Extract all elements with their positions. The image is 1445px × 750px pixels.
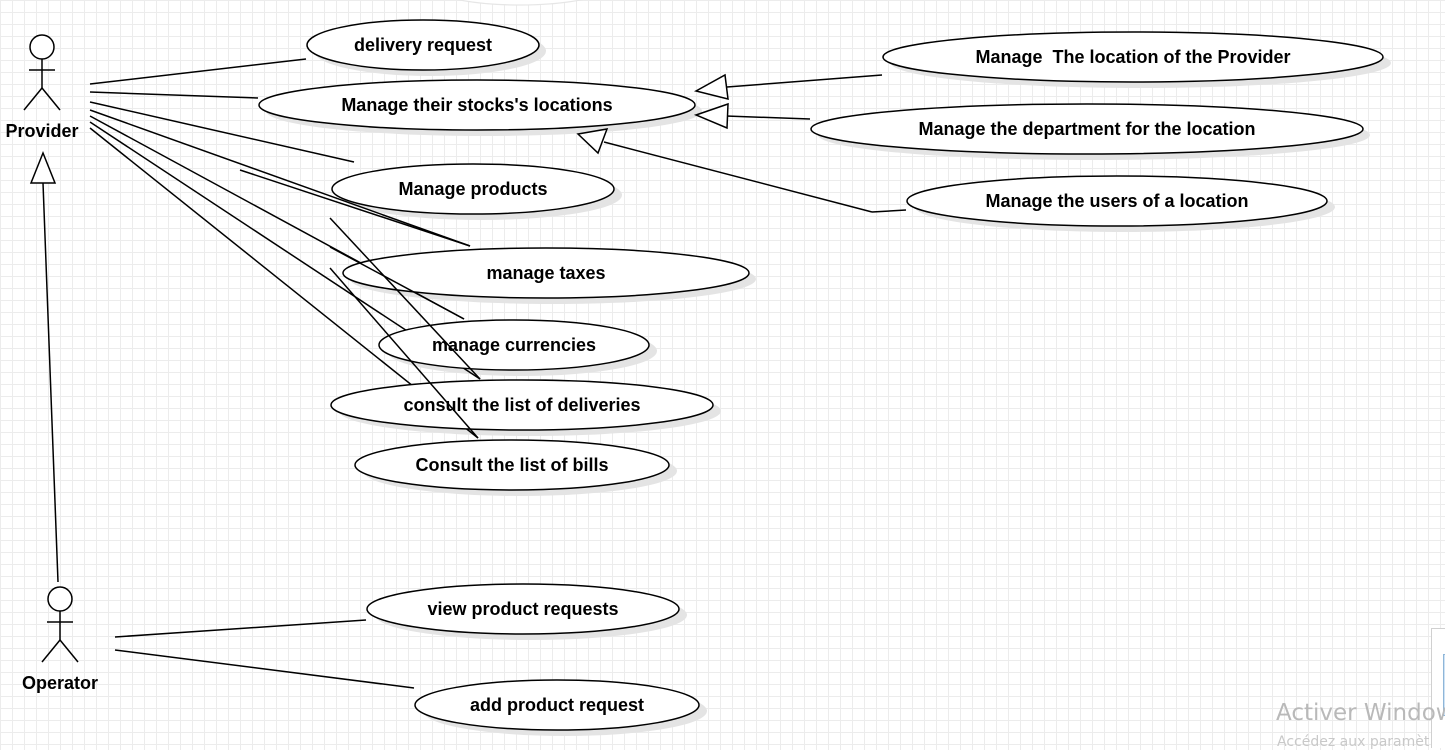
generalization-line-provider-location [726, 74, 883, 88]
provider-label: Provider [5, 121, 78, 141]
use-case-manage-department[interactable] [810, 103, 1364, 155]
use-case-delivery-request[interactable] [306, 19, 540, 71]
use-case-manage-users-location[interactable] [906, 175, 1328, 227]
use-case-view-product-requests[interactable] [366, 583, 680, 635]
generalization-line-users [871, 209, 907, 213]
label-manage-currencies: manage currencies [432, 335, 596, 355]
activation-watermark-title: Activer Window [1276, 700, 1445, 726]
operator-head [47, 586, 73, 612]
generalization-line-department [725, 115, 811, 120]
side-panel-scroll-accent [1443, 654, 1445, 716]
provider-head [29, 34, 55, 60]
assoc-provider-delivery-request [89, 58, 307, 85]
label-manage-stocks-locations: Manage their stocks's locations [341, 95, 612, 115]
provider-actor[interactable] [23, 34, 61, 111]
use-case-manage-taxes[interactable] [342, 247, 750, 299]
use-case-manage-currencies[interactable] [378, 319, 650, 371]
label-manage-users-location: Manage the users of a location [985, 191, 1248, 211]
assoc-provider-manage-products [89, 101, 355, 163]
use-case-ellipses [258, 19, 1384, 731]
arrowhead-department [693, 102, 729, 130]
side-panel-edge[interactable] [1431, 628, 1445, 748]
generalization-arrowheads [29, 73, 729, 184]
arrowhead-users [576, 128, 609, 155]
operator-label: Operator [22, 673, 98, 693]
label-manage-products: Manage products [398, 179, 547, 199]
label-delivery-request: delivery request [354, 35, 492, 55]
use-case-manage-stocks-locations[interactable] [258, 79, 696, 131]
label-add-product-request: add product request [470, 695, 644, 715]
assoc-operator-add-request [114, 649, 415, 689]
generalization-line-operator-provider [42, 182, 59, 583]
use-case-labels: delivery request Manage their stocks's l… [341, 35, 1290, 715]
label-view-product-requests: view product requests [427, 599, 618, 619]
label-manage-provider-location: Manage The location of the Provider [975, 47, 1290, 67]
assoc-provider-manage-taxes [89, 109, 471, 247]
arrowhead-provider-location [693, 73, 729, 100]
use-case-consult-bills[interactable] [354, 439, 670, 491]
crossing-lines [239, 169, 481, 439]
use-case-manage-products[interactable] [331, 163, 615, 215]
label-consult-bills: Consult the list of bills [416, 455, 609, 475]
label-manage-taxes: manage taxes [486, 263, 605, 283]
use-case-add-product-request[interactable] [414, 679, 700, 731]
assoc-provider-manage-stocks [89, 91, 259, 99]
assoc-operator-view-requests [114, 619, 367, 638]
arrowhead-operator-provider [29, 150, 57, 184]
operator-actor[interactable] [41, 586, 79, 663]
cropped-use-case-ellipse [456, 0, 584, 6]
label-manage-department: Manage the department for the location [918, 119, 1255, 139]
label-consult-deliveries: consult the list of deliveries [403, 395, 640, 415]
activation-watermark-subtitle: Accédez aux paramèt [1277, 734, 1430, 750]
use-case-manage-provider-location[interactable] [882, 31, 1384, 83]
use-case-consult-deliveries[interactable] [330, 379, 714, 431]
